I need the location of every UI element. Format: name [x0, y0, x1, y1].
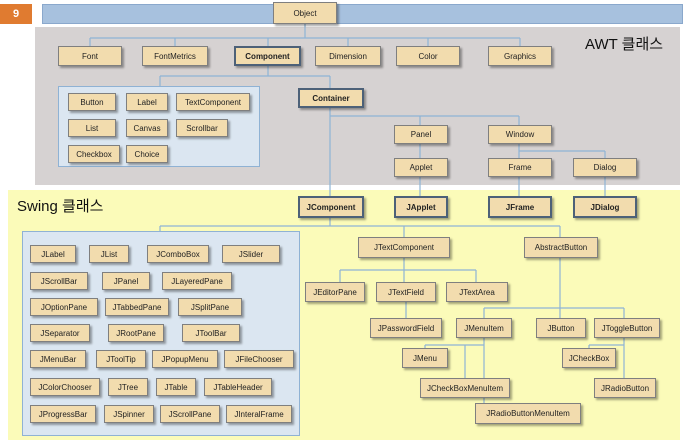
- jtogglebutton-class: JToggleButton: [594, 318, 660, 338]
- jtableheader-class: JTableHeader: [204, 378, 272, 396]
- dialog-class: Dialog: [573, 158, 637, 177]
- jprogressbar-class: JProgressBar: [30, 405, 96, 423]
- checkbox-class: Checkbox: [68, 145, 120, 163]
- jlayeredpane-class: JLayeredPane: [162, 272, 232, 290]
- object-class: Object: [273, 2, 337, 24]
- jseparator-class: JSeparator: [30, 324, 90, 342]
- dimension-class: Dimension: [315, 46, 381, 66]
- component-class: Component: [234, 46, 301, 66]
- jfilechooser-class: JFileChooser: [224, 350, 294, 368]
- jtextfield-class: JTextField: [376, 282, 436, 302]
- jcheckbox-class: JCheckBox: [562, 348, 616, 368]
- jtextcomponent-class: JTextComponent: [358, 237, 450, 258]
- jsplitpane-class: JSplitPane: [178, 298, 242, 316]
- jcheckboxmenuitem-class: JCheckBoxMenuItem: [420, 378, 510, 398]
- container-class: Container: [298, 88, 364, 108]
- label-class: Label: [126, 93, 168, 111]
- jcombobox-class: JComboBox: [147, 245, 209, 263]
- jcolorchooser-class: JColorChooser: [30, 378, 100, 396]
- panel-class: Panel: [394, 125, 448, 144]
- jscrollpane-class: JScrollPane: [160, 405, 220, 423]
- awt-region-label: AWT 클래스: [585, 36, 664, 53]
- fontmetrics-class: FontMetrics: [142, 46, 208, 66]
- jtabbedpane-class: JTabbedPane: [105, 298, 169, 316]
- jradiobutton-class: JRadioButton: [594, 378, 656, 398]
- list-class: List: [68, 119, 116, 137]
- jdialog-class: JDialog: [573, 196, 637, 218]
- button-class: Button: [68, 93, 116, 111]
- slide-number: 9: [0, 4, 32, 24]
- joptionpane-class: JOptionPane: [30, 298, 98, 316]
- jscrollbar-class: JScrollBar: [30, 272, 88, 290]
- jslider-class: JSlider: [222, 245, 280, 263]
- jtoolbar-class: JToolBar: [182, 324, 240, 342]
- jradiobuttonmenuitem-class: JRadioButtonMenuItem: [475, 403, 581, 424]
- jpopupmenu-class: JPopupMenu: [152, 350, 218, 368]
- frame-class: Frame: [488, 158, 552, 177]
- japplet-class: JApplet: [394, 196, 448, 218]
- jmenuitem-class: JMenuItem: [456, 318, 512, 338]
- textcomponent-class: TextComponent: [176, 93, 250, 111]
- jtextarea-class: JTextArea: [446, 282, 508, 302]
- jframe-class: JFrame: [488, 196, 552, 218]
- jtooltip-class: JToolTip: [96, 350, 146, 368]
- abstractbutton-class: AbstractButton: [524, 237, 598, 258]
- jlabel-class: JLabel: [30, 245, 76, 263]
- jeditorpane-class: JEditorPane: [305, 282, 365, 302]
- graphics-class: Graphics: [488, 46, 552, 66]
- scrollbar-class: Scrollbar: [176, 119, 228, 137]
- jmenubar-class: JMenuBar: [30, 350, 86, 368]
- jpasswordfield-class: JPasswordField: [370, 318, 442, 338]
- jtree-class: JTree: [108, 378, 148, 396]
- jspinner-class: JSpinner: [104, 405, 154, 423]
- jlist-class: JList: [89, 245, 129, 263]
- canvas-class: Canvas: [126, 119, 168, 137]
- jcomponent-class: JComponent: [298, 196, 364, 218]
- font-class: Font: [58, 46, 122, 66]
- jbutton-class: JButton: [536, 318, 586, 338]
- jrootpane-class: JRootPane: [108, 324, 164, 342]
- jtable-class: JTable: [156, 378, 196, 396]
- window-class: Window: [488, 125, 552, 144]
- applet-class: Applet: [394, 158, 448, 177]
- choice-class: Choice: [126, 145, 168, 163]
- jmenu-class: JMenu: [402, 348, 448, 368]
- swing-region-label: Swing 클래스: [17, 198, 104, 215]
- color-class: Color: [396, 46, 460, 66]
- jpanel-class: JPanel: [102, 272, 150, 290]
- jinternalframe-class: JInteralFrame: [226, 405, 292, 423]
